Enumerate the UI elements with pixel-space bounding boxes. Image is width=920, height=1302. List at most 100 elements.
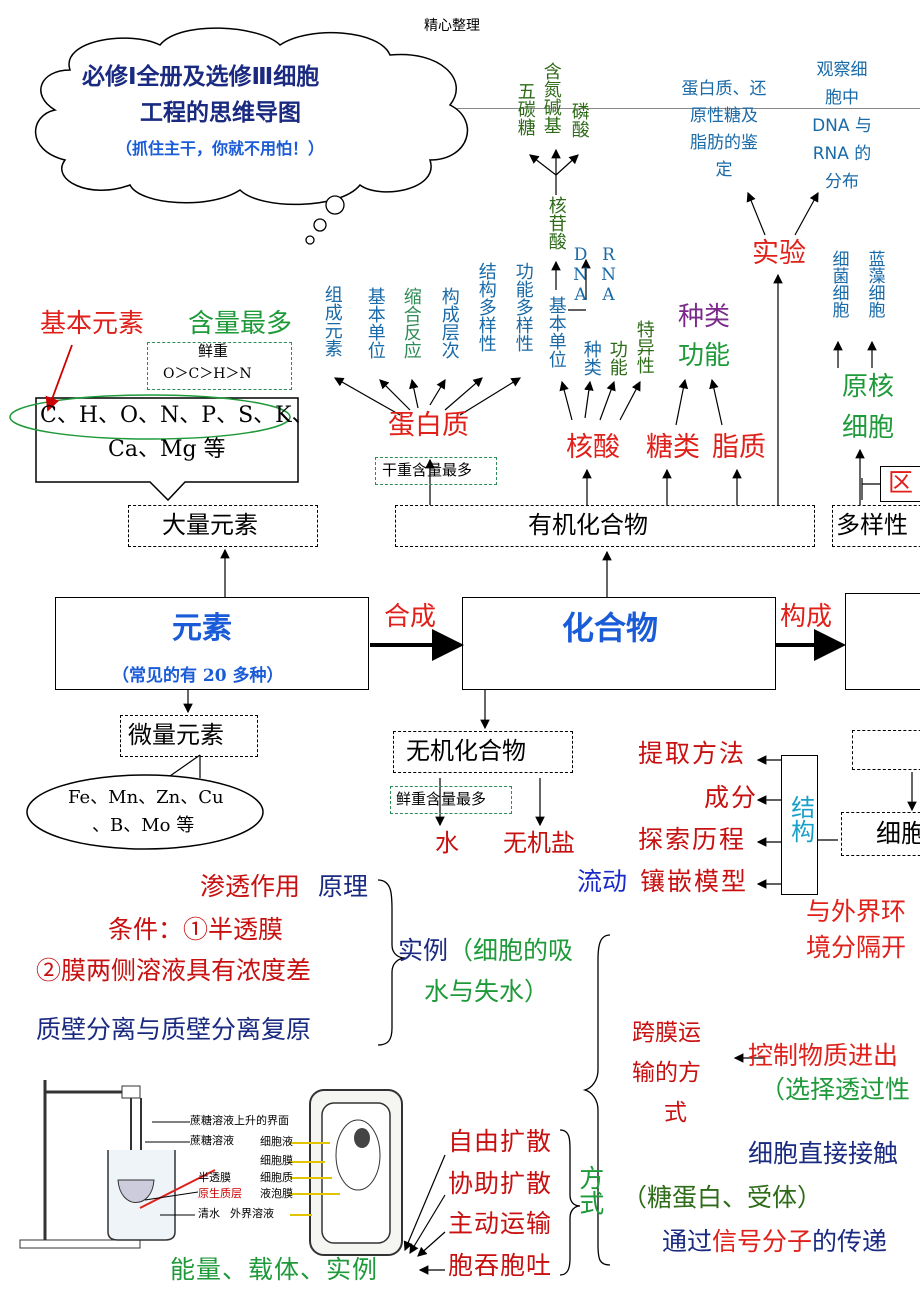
macro-element-list1: C、H、O、N、P、S、K、: [40, 403, 314, 428]
map-title-line2: 工程的思维导图: [140, 100, 301, 126]
rna-label: RNA: [598, 245, 619, 305]
transport-title-3: 式: [664, 1100, 687, 1126]
separate-line2: 境分隔开: [806, 933, 907, 962]
compound-title: 化合物: [562, 609, 659, 647]
sugar-function: 功能: [678, 341, 731, 371]
sugar-label: 糖类: [646, 432, 700, 463]
base-label: 含氮碱基: [540, 62, 562, 134]
organic-compound-label: 有机化合物: [528, 511, 648, 539]
condition-label-2: ②膜两侧溶液具有浓度差: [36, 956, 312, 985]
protein-branch-unit: 基本单位: [364, 287, 386, 359]
experiment-observation-line: 分布: [825, 172, 859, 192]
signal-molecule: 信号分子: [712, 1227, 813, 1256]
prokaryote-label-1: 原核: [842, 372, 895, 402]
contact-label: 细胞直接接触: [748, 1139, 899, 1168]
experiment-label: 实验: [752, 238, 806, 269]
experiment-identification-line: 定: [715, 160, 733, 180]
water-label: 水: [435, 829, 459, 857]
inorganic-compound-label: 无机化合物: [406, 737, 526, 765]
distinguish-box: [880, 466, 920, 502]
element-order: O＞C＞H＞N: [163, 366, 252, 382]
basic-elements-label: 基本元素: [40, 309, 145, 339]
experiment-observation: 观察细 胞中 DNA 与 RNA 的 分布: [796, 56, 888, 196]
nucleic-function: 功能: [606, 340, 628, 376]
compound-box: [462, 597, 776, 690]
way-label: 方式: [575, 1165, 605, 1215]
dashed-box-partial: [852, 730, 920, 770]
sugar-kinds: 种类: [678, 302, 731, 332]
elements-box: [55, 597, 369, 690]
dry-weight-most: 干重含量最多: [382, 461, 473, 479]
diversity-box: [832, 505, 920, 547]
example-label: 实例（细胞的吸: [398, 936, 574, 966]
page-header: 精心整理: [424, 18, 480, 34]
plasmolysis-label: 质壁分离与质壁分离复原: [36, 1015, 312, 1044]
map-subtitle: （抓住主干，你就不用怕！）: [116, 139, 325, 158]
signal-pre: 通过: [662, 1227, 713, 1256]
fig-label-sucrose: 蔗糖溶液: [190, 1134, 234, 1147]
protein-branch-levels: 构成层次: [438, 287, 460, 359]
cell-membrane-box: [841, 812, 920, 856]
mosaic-model-label: 镶嵌模型: [640, 867, 749, 896]
osmosis-label: 渗透作用: [200, 872, 301, 901]
fig-label-cell-membrane: 细胞膜: [260, 1154, 293, 1167]
elements-title: 元素: [172, 611, 232, 646]
nucleotide-label: 核苷酸: [545, 196, 567, 250]
osmosis-apparatus-figure: [19, 1080, 403, 1256]
structure-label: 结构: [786, 795, 815, 843]
macro-elements-label: 大量元素: [162, 511, 258, 539]
prokaryote-label-2: 细胞: [842, 413, 895, 443]
cell-membrane-label: 细胞: [876, 819, 920, 848]
micro-elements-box: [120, 715, 258, 757]
bacteria-cell-label: 细菌细胞: [828, 250, 849, 318]
macro-element-list2: Ca、Mg 等: [108, 437, 226, 462]
nucleic-kinds: 种类: [580, 340, 602, 376]
protein-label: 蛋白质: [388, 410, 469, 441]
elements-note: （常见的有 20 多种）: [112, 666, 284, 686]
experiment-observation-line: 观察细: [816, 60, 868, 80]
protein-branch-function: 功能多样性: [512, 262, 534, 352]
endo-exocytosis: 胞吞胞吐: [448, 1251, 553, 1280]
experiment-observation-line: DNA 与: [812, 116, 872, 136]
protein-branch-condensation: 缩合反应: [400, 287, 422, 359]
fresh-weight-box: [147, 342, 292, 390]
diversity-label: 多样性: [836, 511, 908, 539]
fresh-weight-most-box: [390, 786, 512, 814]
protein-branch-elements: 组成元素: [321, 285, 343, 357]
condition-label: 条件：①半透膜: [108, 915, 284, 944]
experiment-identification: 蛋白质、还 原性糖及 脂肪的鉴 定: [672, 76, 776, 184]
fig-label-outside: 外界溶液: [230, 1207, 274, 1220]
fig-label-cell-sap: 细胞液: [260, 1135, 293, 1148]
map-title-line1: 必修Ⅰ全册及选修Ⅲ细胞: [82, 64, 320, 90]
fluid-label: 流动: [577, 867, 628, 896]
experiment-identification-line: 脂肪的鉴: [690, 133, 758, 153]
fig-label-water: 清水: [198, 1207, 220, 1220]
header-rule: [390, 108, 920, 109]
cell-box-partial: [845, 593, 920, 690]
transport-title-2: 输的方: [632, 1060, 701, 1086]
separate-line1: 与外界环: [806, 897, 907, 926]
experiment-observation-line: 胞中: [825, 88, 859, 108]
facilitated-diffusion: 协助扩散: [448, 1169, 553, 1198]
membrane-extraction: 提取方法: [638, 739, 747, 768]
cyanobacteria-cell-label: 蓝藻细胞: [864, 250, 885, 318]
fig-label-cytoplasm: 细胞质: [260, 1171, 293, 1184]
content-max-label: 含量最多: [188, 309, 293, 339]
protein-branch-structure: 结构多样性: [475, 262, 497, 352]
transport-title-1: 跨膜运: [632, 1020, 701, 1046]
membrane-history: 探索历程: [638, 825, 747, 854]
dna-label: DNA: [570, 245, 591, 305]
glycoprotein-label: （糖蛋白、受体）: [622, 1183, 823, 1212]
synth-link-label: 合成: [384, 602, 437, 632]
control-line1: 控制物质进出: [748, 1041, 899, 1070]
fresh-weight-label: 鲜重: [198, 342, 229, 360]
experiment-observation-line: RNA 的: [812, 144, 872, 164]
signal-label: 通过信号分子的传递: [662, 1227, 887, 1257]
nucleic-acid-label: 核酸: [566, 432, 620, 463]
example-detail: （细胞的吸: [448, 936, 574, 965]
membrane-components: 成分: [704, 783, 759, 812]
form-link-label: 构成: [780, 602, 833, 632]
organic-compound-box: [395, 505, 815, 547]
experiment-identification-line: 原性糖及: [690, 106, 758, 126]
